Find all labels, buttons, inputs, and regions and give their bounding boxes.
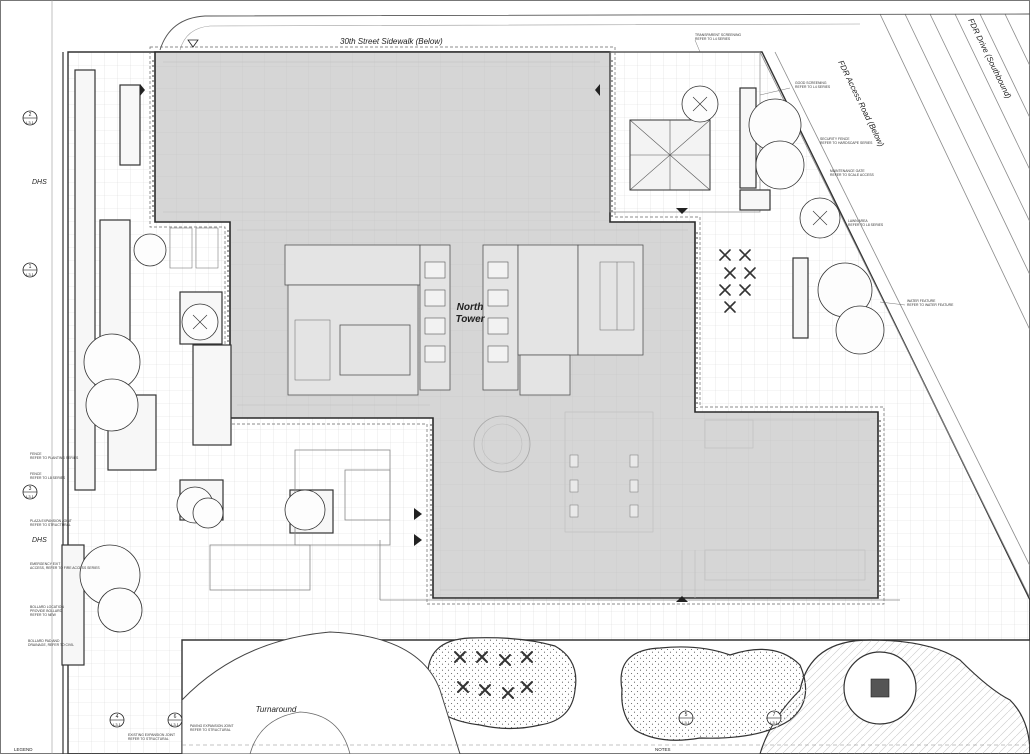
turnaround-label: Turnaround (256, 705, 297, 714)
callout-bollard-location-ref: PROVIDE BOLLARD (30, 609, 63, 613)
dhs-label-lower: DHS (32, 537, 47, 544)
callout-lawn-area: LAWN AREA (848, 219, 868, 223)
north-tower-label-line1: North (457, 302, 484, 313)
section-marker-sheet: L3.1 (770, 720, 779, 725)
callout-bollard-location: BOLLARD LOCATION (30, 605, 64, 609)
section-marker: 1 L3.1 (22, 262, 38, 278)
section-marker: 6 L3.1 (167, 712, 183, 728)
turnaround-inner (249, 711, 351, 754)
callout-security-fence-ref: REFER TO HARDSCAPE SERIES (820, 141, 873, 145)
callout-fence: FENCE (30, 452, 42, 456)
section-marker: 4 L3.1 (109, 712, 125, 728)
callout-fence-b: FENCE (30, 472, 42, 476)
callout-fence-b-ref: REFER TO L8 SERIES (30, 476, 66, 480)
section-marker-sheet: L3.1 (26, 272, 35, 277)
notes-label: NOTES (655, 747, 671, 752)
section-marker-sheet: L3.1 (171, 722, 180, 727)
lobby-feature-circle (473, 415, 531, 473)
street-label: 30th Street Sidewalk (Below) (340, 37, 443, 46)
planting-beds (61, 69, 809, 666)
section-marker: 3 L3.1 (22, 484, 38, 500)
callout-existing-expansion-joint: EXISTING EXPANSION JOINT (128, 733, 175, 737)
callout-security-fence: SECURITY FENCE (820, 137, 850, 141)
legend-label: LEGEND (14, 747, 33, 752)
stairs (169, 227, 635, 381)
section-marker-num: 4 (116, 714, 119, 720)
north-tower-label-line2: Tower (455, 314, 485, 325)
entry-triangles (140, 84, 688, 602)
section-marker-num: 5 (685, 712, 688, 718)
callout-emergency-exit: EMERGENCY EXIT (30, 562, 60, 566)
callout-plaza-expansion-ref: REFER TO STRUCTURAL (30, 523, 71, 527)
lobby-feature-inner (481, 423, 523, 465)
callout-group: TRANSPARENT SCREENING REFER TO L4 SERIES… (28, 33, 954, 741)
section-marker-num: 3 (29, 486, 32, 492)
elevator-cabs (424, 261, 509, 363)
lawn-blob-left (427, 637, 577, 730)
north-arrow-triangle (187, 39, 199, 48)
callout-good-screening: GOOD SCREENING (795, 81, 827, 85)
section-marker: 7 L3.1 (766, 710, 782, 726)
section-marker-num: 6 (174, 714, 177, 720)
callout-plaza-expansion: PLAZA EXPANSION JOINT (30, 519, 72, 523)
callout-emergency-exit-ref: ACCESS, REFER TO FIRE ACCESS SERIES (30, 566, 100, 570)
dhs-label-upper: DHS (32, 179, 47, 186)
callout-transparent-screening-ref: REFER TO L4 SERIES (695, 37, 731, 41)
callout-lawn-area-ref: REFER TO L8 SERIES (848, 223, 884, 227)
north-tower-offset (149, 46, 885, 605)
section-marker-num: 7 (773, 712, 776, 718)
callout-bollard-location-ref2: REFER TO NEW (30, 613, 57, 617)
section-marker: 2 L3.1 (22, 110, 38, 126)
fdr-road-lines (759, 13, 1030, 599)
callout-water-feature-ref: REFER TO WATER FEATURE (907, 303, 954, 307)
x-planters-bottom (454, 651, 533, 699)
street-edge-top-inner (179, 23, 861, 51)
callout-maintenance-gate: MAINTENANCE GATE (830, 169, 865, 173)
x-planters-east (719, 249, 756, 313)
section-marker-sheet: L3.1 (26, 120, 35, 125)
fountain-diagonals (629, 119, 711, 191)
benches (569, 454, 639, 518)
callout-good-screening-ref: REFER TO L4 SERIES (795, 85, 831, 89)
callout-existing-expansion-joint-ref: REFER TO STRUCTURAL (128, 737, 169, 741)
building-interior-lines (163, 61, 870, 598)
callout-transparent-screening: TRANSPARENT SCREENING (695, 33, 741, 37)
section-marker: 5 L3.1 (678, 710, 694, 726)
turnaround-drive (181, 631, 461, 754)
callout-water-feature: WATER FEATURE (907, 299, 936, 303)
trees (79, 85, 885, 633)
callout-paving-expansion: PAVING EXPANSION JOINT (190, 724, 234, 728)
section-marker-num: 2 (29, 112, 32, 118)
section-marker-sheet: L3.1 (682, 720, 691, 725)
callout-paving-expansion-ref: REFER TO STRUCTURAL (190, 728, 231, 732)
section-marker-num: 1 (29, 264, 32, 270)
fountain-center (870, 678, 890, 698)
tree-crosses (192, 96, 828, 330)
callout-maintenance-gate-ref: REFER TO SCALE ACCESS (830, 173, 875, 177)
section-marker-sheet: L3.1 (113, 722, 122, 727)
callout-bollard-pad-ref: DRAINAGE, REFER TO CIVIL (28, 643, 74, 647)
callout-bollard-pad: BOLLARD PAD AND (28, 639, 60, 643)
section-marker-sheet: L3.1 (26, 494, 35, 499)
facade-ticks (152, 60, 881, 596)
street-edge-top (159, 13, 1030, 51)
callout-fence-ref: REFER TO PLANTING SERIES (30, 456, 79, 460)
